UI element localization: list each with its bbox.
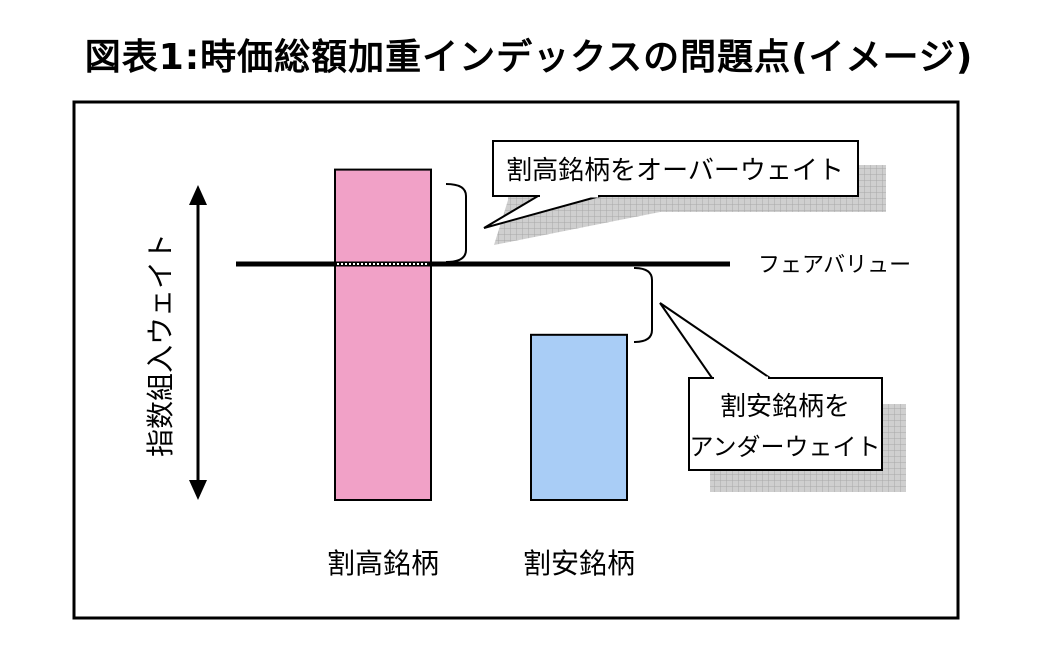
- fair-value-label: フェアバリュー: [758, 253, 911, 278]
- bar-undervalued: [530, 333, 628, 501]
- y-axis-label: 指数組入ウェイト: [144, 233, 177, 457]
- callout-underweight-line1: 割安銘柄を: [720, 392, 850, 422]
- callout-overweight-text: 割高銘柄をオーバーウェイト: [506, 156, 844, 186]
- figure-title: 図表1:時価総額加重インデックスの問題点(イメージ): [84, 37, 974, 78]
- category-label-overvalued: 割高銘柄: [327, 547, 439, 580]
- callout-underweight-line2: アンダーウェイト: [689, 433, 880, 461]
- category-label-undervalued: 割安銘柄: [523, 547, 635, 580]
- bar-overvalued: [334, 168, 432, 501]
- overweight-bracket: [445, 183, 467, 263]
- underweight-bracket: [633, 267, 653, 343]
- callout-underweight: 割安銘柄を アンダーウェイト: [659, 302, 883, 471]
- weight-axis-arrow: [189, 185, 207, 500]
- callout-overweight: 割高銘柄をオーバーウェイト: [483, 140, 859, 229]
